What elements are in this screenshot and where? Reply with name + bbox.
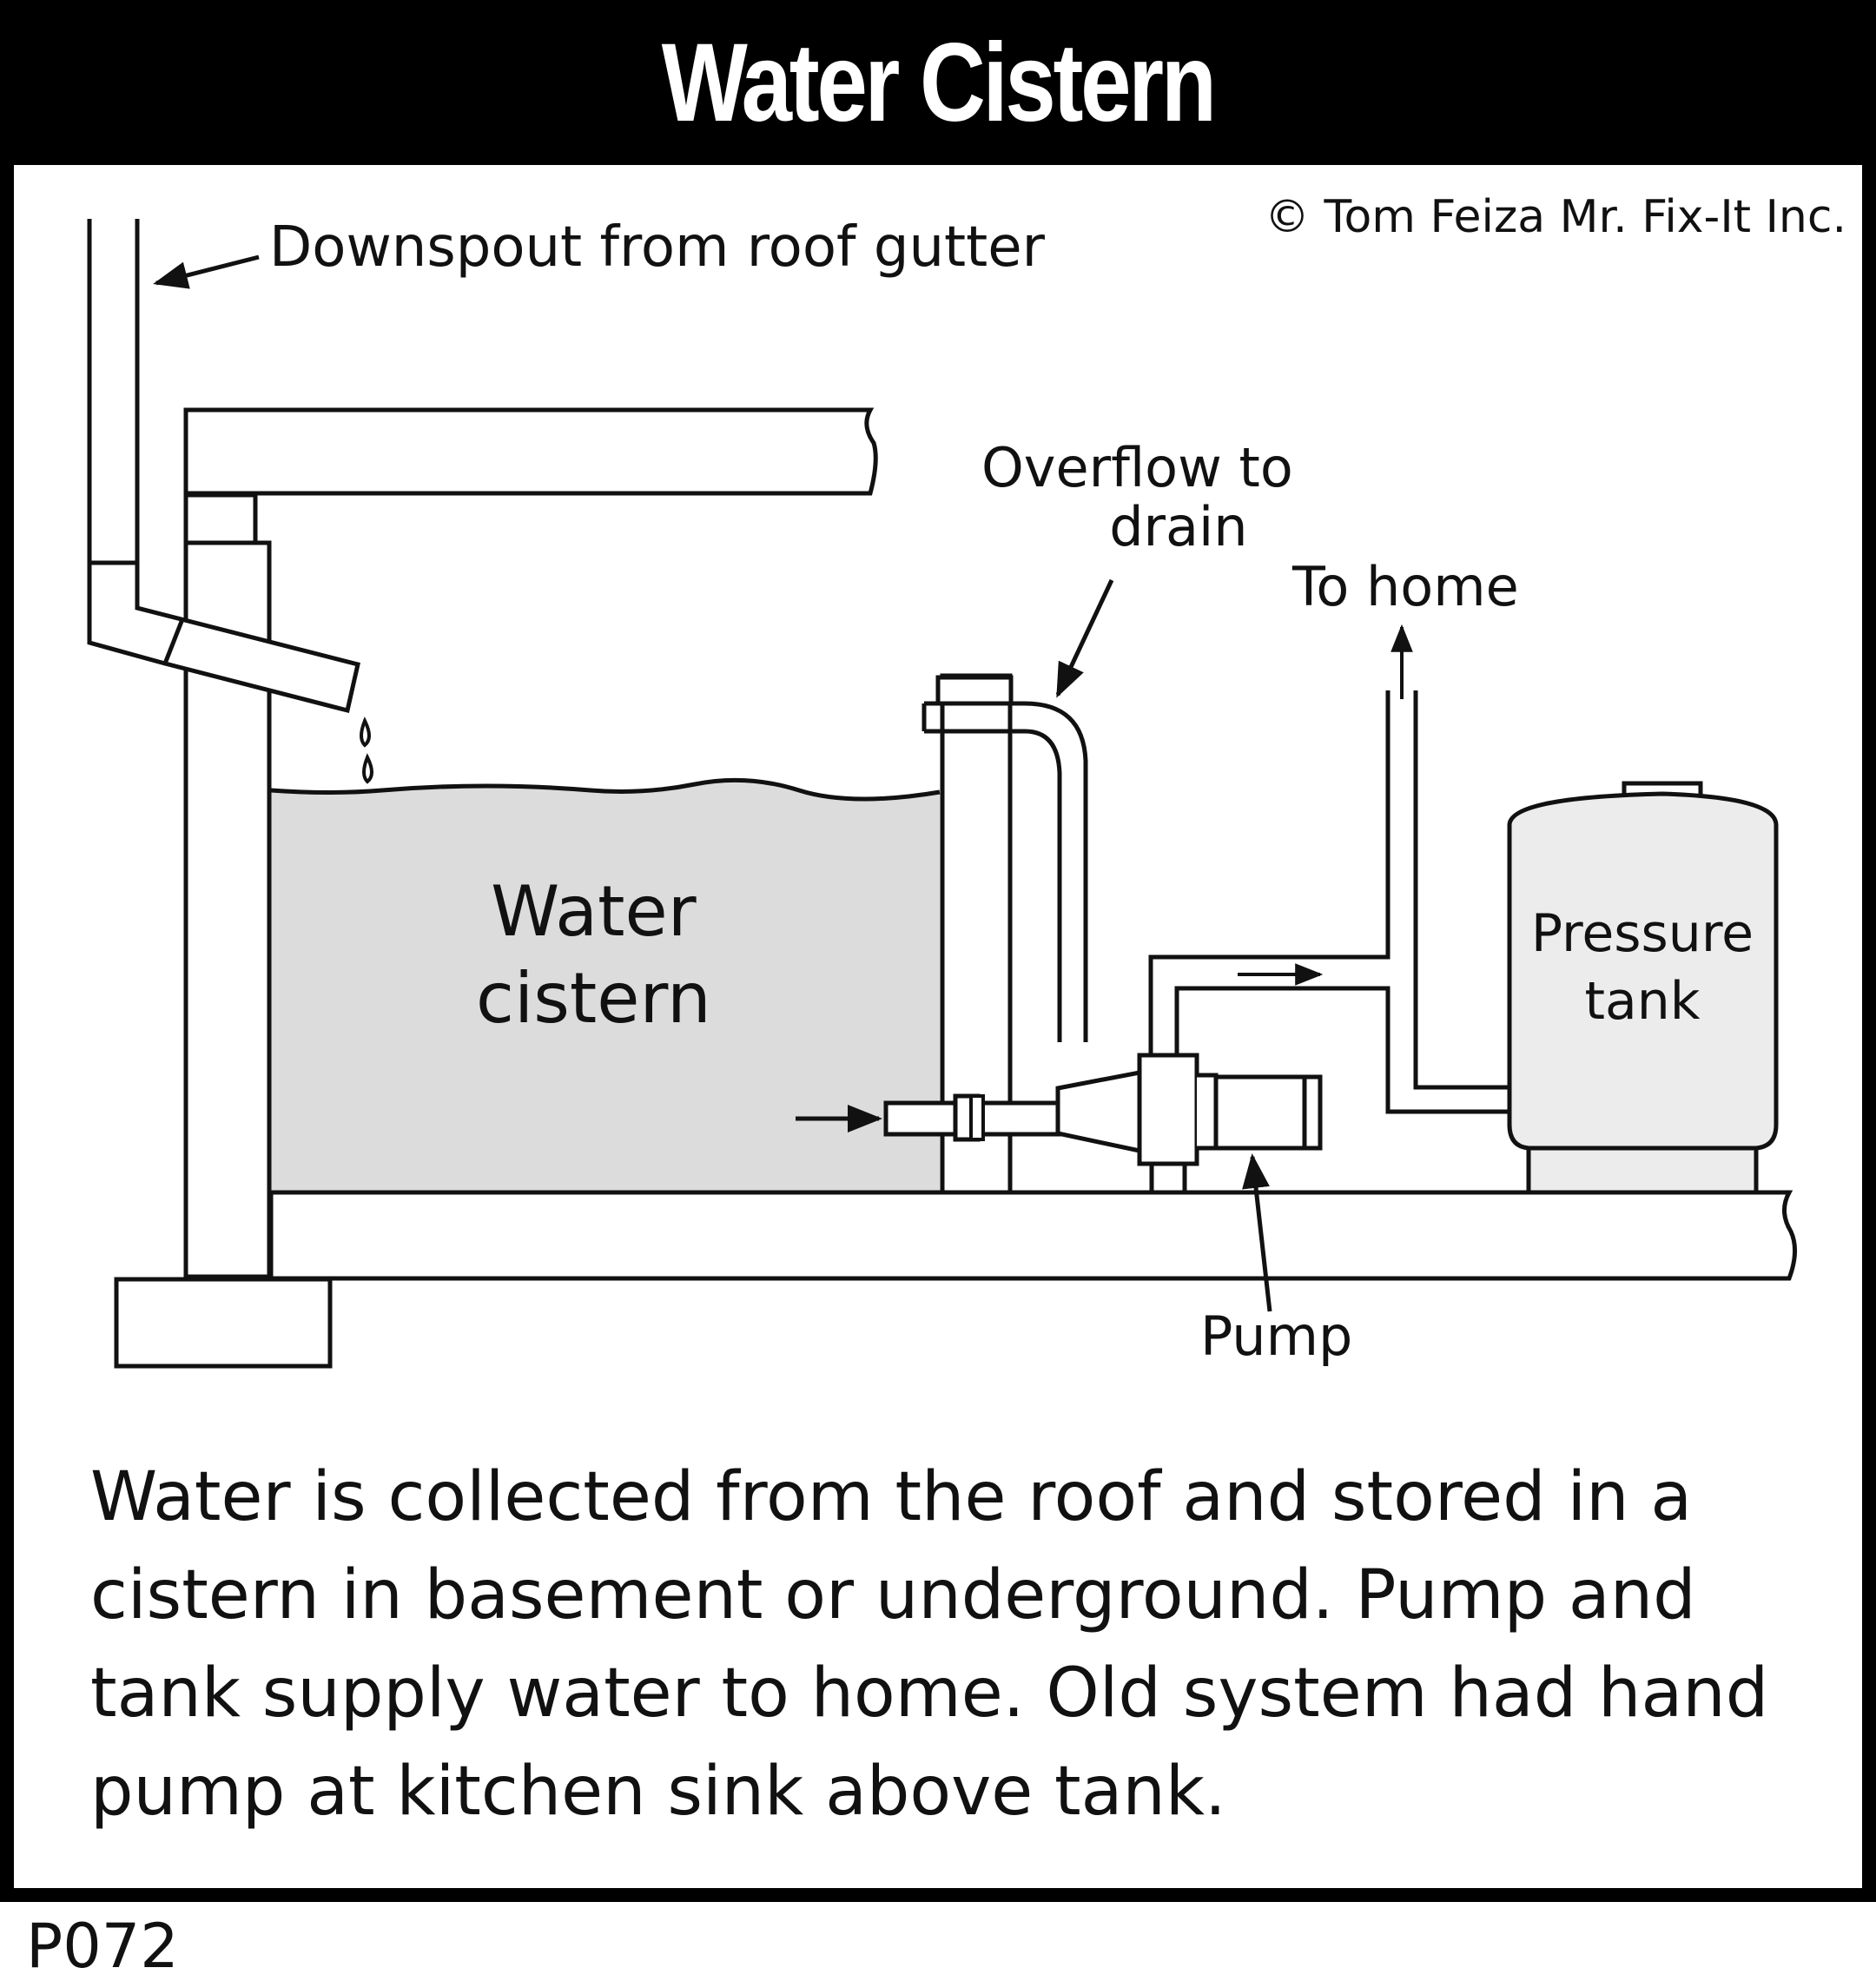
pressure-tank-label-line1: Pressure <box>1530 903 1754 964</box>
to-home-label: To home <box>1292 555 1519 618</box>
pressure-tank-label: Pressure tank <box>1525 900 1760 1035</box>
cistern-label-line2: cistern <box>476 958 711 1039</box>
floor-slab <box>268 1190 1797 1281</box>
discharge-pipe <box>1148 690 1509 1114</box>
wall-footing <box>114 1277 333 1369</box>
pressure-tank-label-line2: tank <box>1584 971 1701 1032</box>
pressure-tank <box>1507 781 1779 1195</box>
overflow-arrow <box>1055 578 1114 698</box>
copyright-notice: © Tom Feiza Mr. Fix-It Inc. <box>1265 191 1846 243</box>
downspout-arrow <box>153 254 260 289</box>
water-drop <box>362 753 373 784</box>
floor-joist <box>183 407 878 496</box>
cistern-label-line1: Water <box>491 871 697 952</box>
downspout <box>87 219 360 714</box>
figure-code: P072 <box>26 1911 179 1981</box>
downspout-label: Downspout from roof gutter <box>269 215 1045 280</box>
cistern-water <box>271 780 940 1192</box>
overflow-label-line1: Overflow to <box>981 436 1293 499</box>
water-surface <box>270 777 941 802</box>
pump-arrow <box>1242 1153 1272 1312</box>
cistern-label: Water cistern <box>476 868 711 1042</box>
title-band: Water Cistern <box>0 0 1876 165</box>
page-title: Water Cistern <box>662 20 1217 145</box>
diagram-frame <box>0 165 1876 1902</box>
suction-pipe <box>883 1093 1062 1142</box>
overflow-label: Overflow to drain <box>981 436 1293 559</box>
overflow-label-line2: drain <box>1109 495 1248 559</box>
pump <box>1055 1053 1323 1195</box>
water-drop <box>360 716 371 748</box>
pump-label: Pump <box>1200 1304 1353 1368</box>
sill-plate <box>183 492 258 545</box>
caption: Water is collected from the roof and sto… <box>90 1458 1769 1831</box>
